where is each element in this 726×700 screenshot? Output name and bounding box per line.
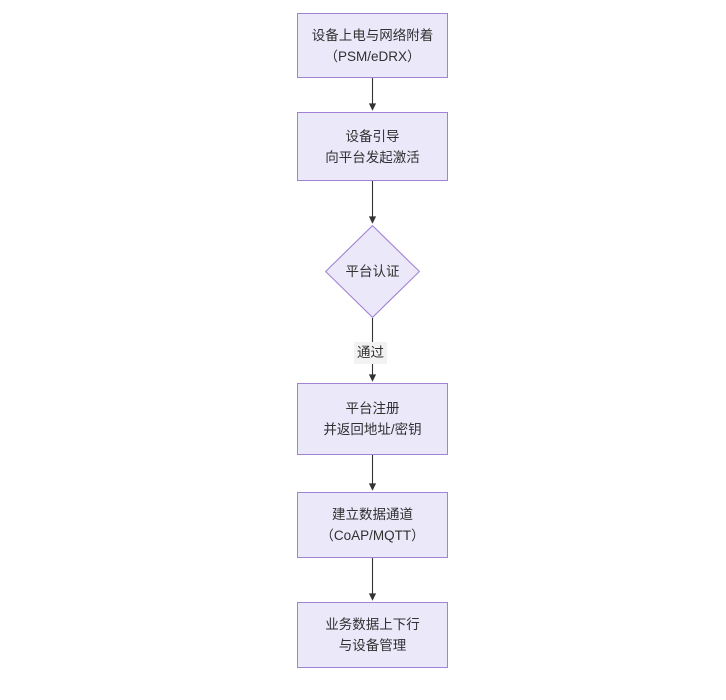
node-label-line1: 设备引导	[345, 128, 400, 144]
flow-node-platform-register[interactable]: 平台注册 并返回地址/密钥	[297, 383, 448, 455]
node-label-line1: 业务数据上下行	[325, 617, 420, 632]
node-label-line1: 平台认证	[345, 263, 400, 279]
flow-node-device-bootstrap[interactable]: 设备引导 向平台发起激活	[297, 112, 448, 181]
node-label-line1: 设备上电与网络附着	[311, 27, 434, 43]
node-label-line2: 向平台发起激活	[325, 149, 420, 165]
edge-label-text: 通过	[357, 345, 384, 360]
edge-label-pass: 通过	[354, 342, 387, 364]
flow-node-platform-auth-decision[interactable]: 平台认证	[325, 225, 420, 318]
node-label-line1: 建立数据通道	[332, 507, 413, 522]
node-label-line2: （CoAP/MQTT）	[320, 528, 425, 543]
diamond-shape	[325, 225, 420, 318]
flow-node-business-data[interactable]: 业务数据上下行 与设备管理	[297, 602, 448, 668]
node-label-line2: 并返回地址/密钥	[323, 422, 422, 437]
flow-node-device-power-on[interactable]: 设备上电与网络附着 （PSM/eDRX）	[297, 13, 448, 78]
flow-node-data-channel[interactable]: 建立数据通道 （CoAP/MQTT）	[297, 492, 448, 558]
node-label-line2: （PSM/eDRX）	[324, 48, 421, 64]
node-label-line1: 平台注册	[345, 401, 400, 416]
node-label-line2: 与设备管理	[338, 638, 407, 653]
